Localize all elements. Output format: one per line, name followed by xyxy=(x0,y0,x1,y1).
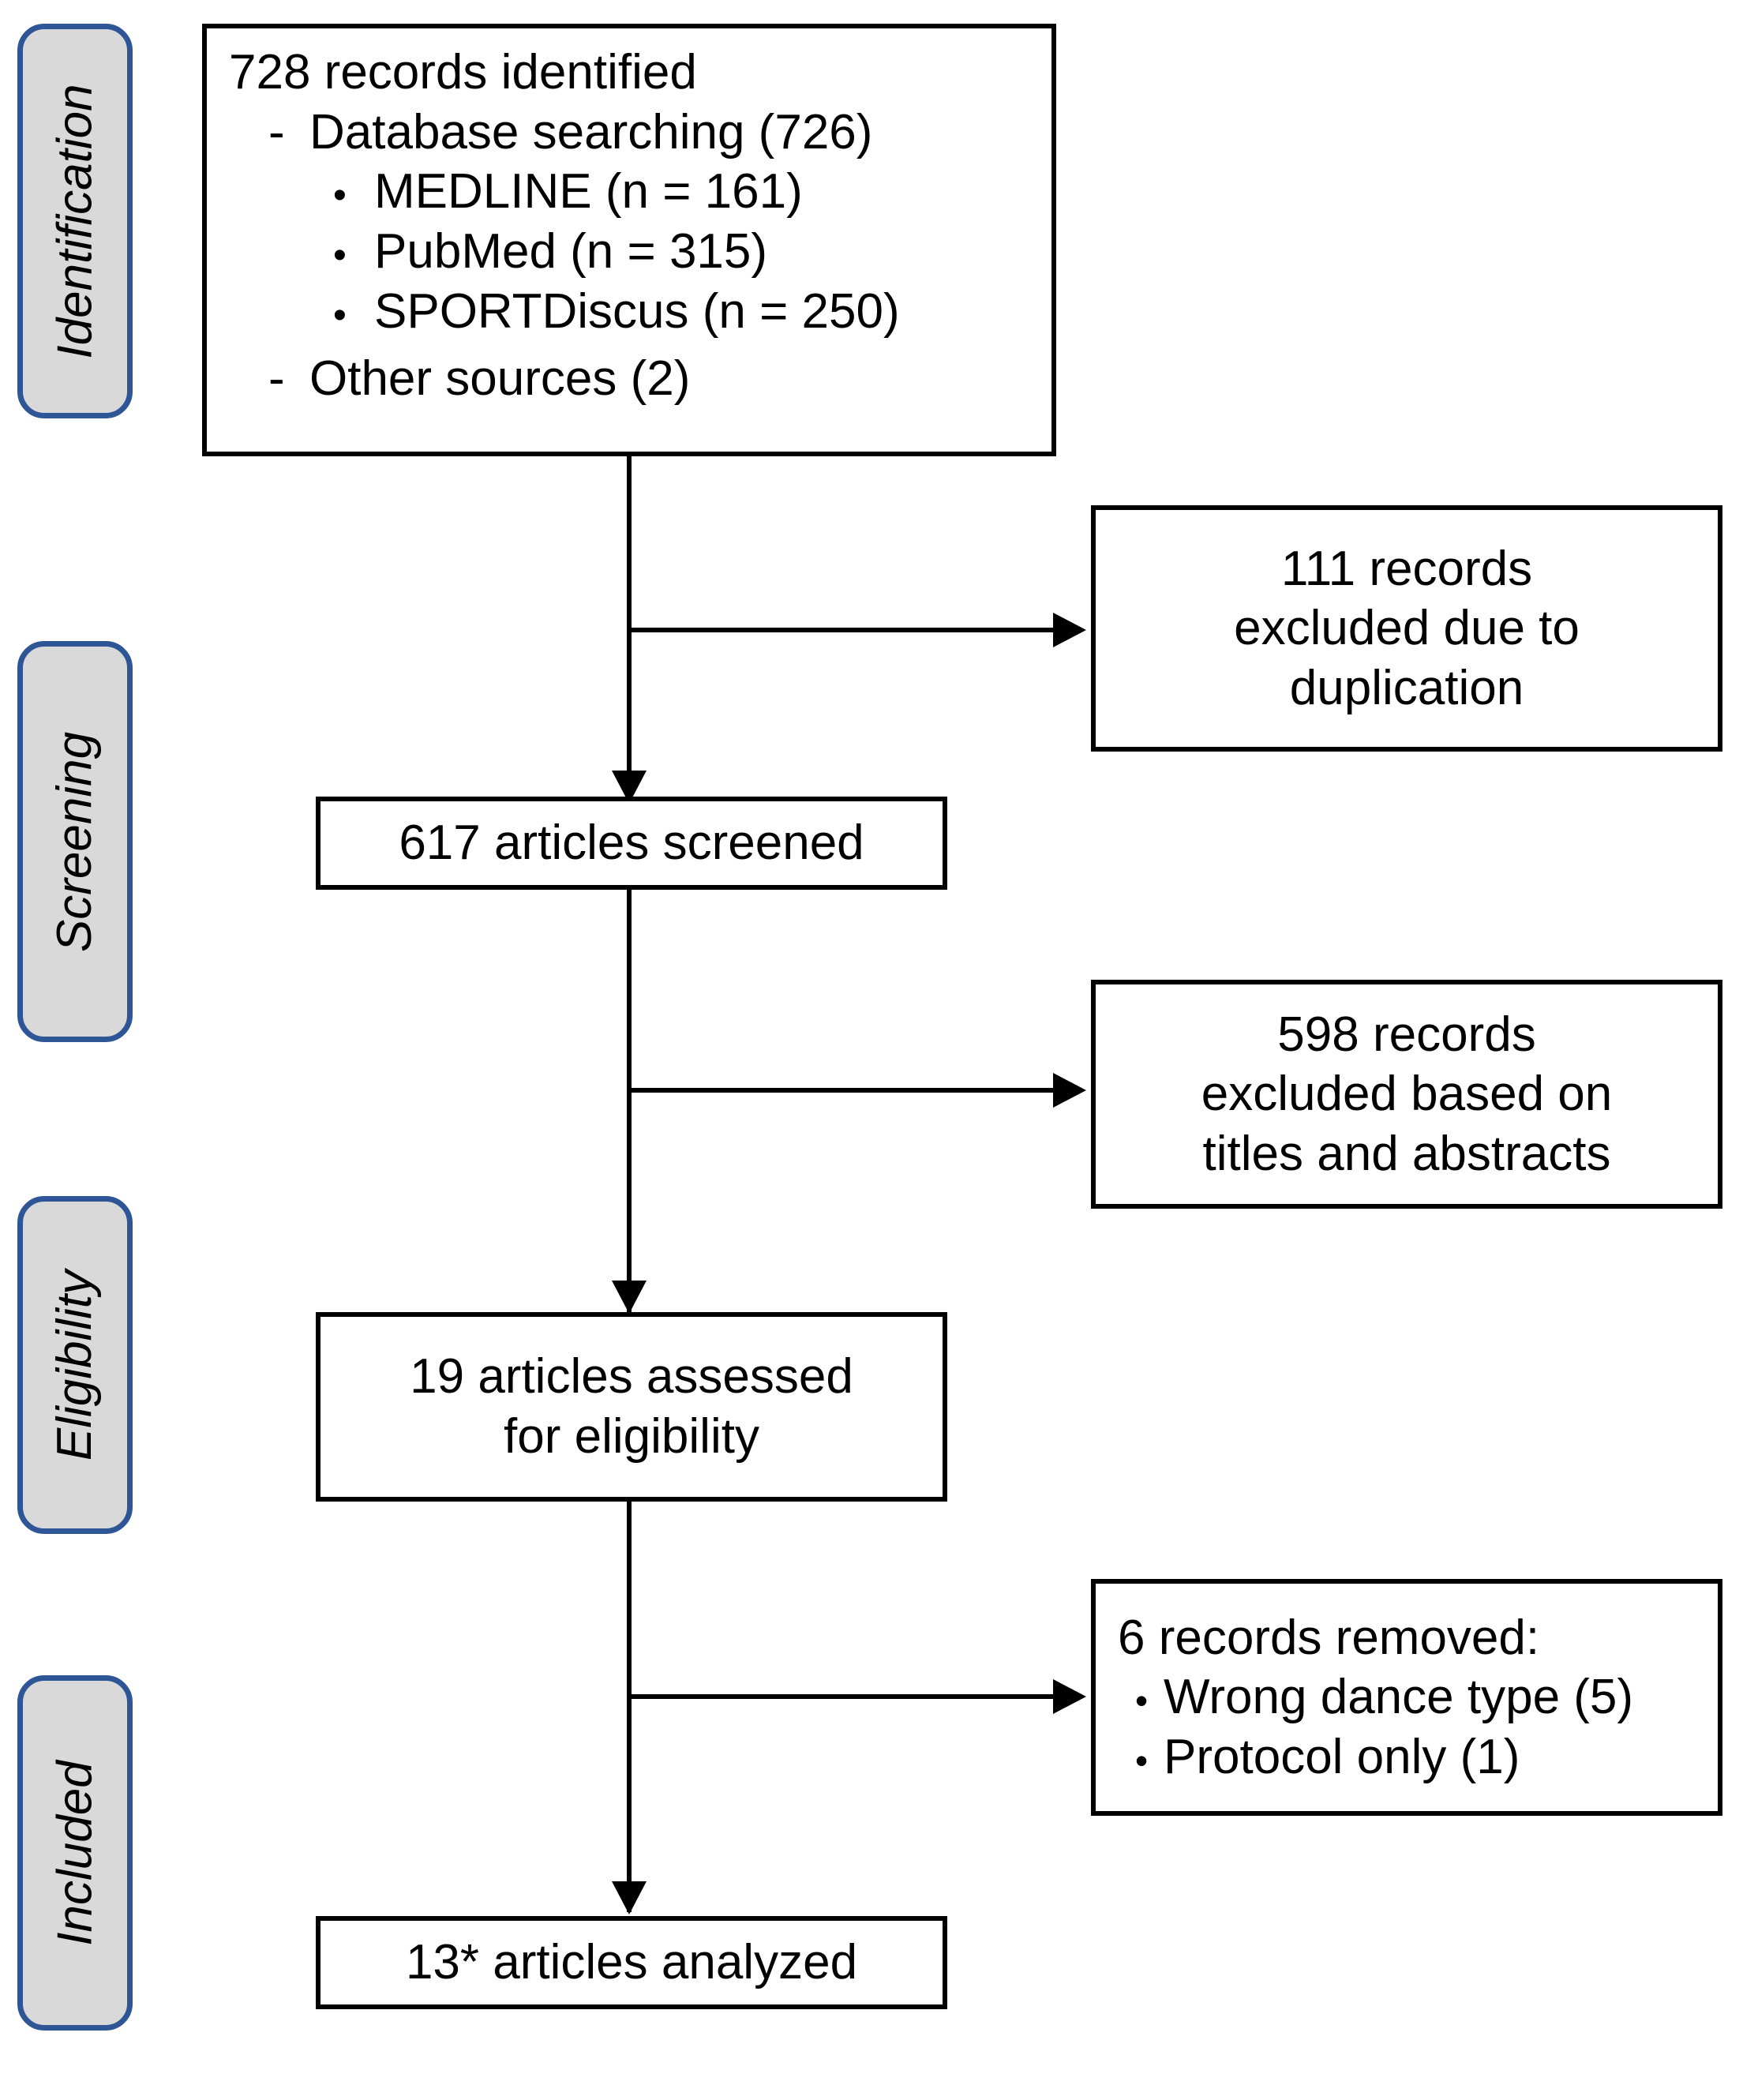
records-identified-heading: 728 records identified xyxy=(229,45,697,99)
box-records-removed: 6 records removed: • Wrong dance type (5… xyxy=(1091,1579,1722,1816)
bullet-marker: • xyxy=(333,174,347,217)
bullet-marker: • xyxy=(333,294,347,336)
articles-screened-label: 617 articles screened xyxy=(399,816,864,871)
box-records-identified: 728 records identified - Database search… xyxy=(202,24,1056,456)
removed-item-wrong-dance-type: • Wrong dance type (5) xyxy=(1118,1667,1633,1727)
database-label-sportdiscus: SPORTDiscus (n = 250) xyxy=(374,283,900,339)
articles-assessed-line-2: for eligibility xyxy=(504,1409,759,1464)
dash-marker: - xyxy=(268,104,285,159)
connector-to-titles-abstracts-exclusion xyxy=(627,1088,1053,1093)
stage-label-screening: Screening xyxy=(47,731,103,952)
bullet-marker: • xyxy=(1135,1680,1149,1722)
excluded-titles-line-3: titles and abstracts xyxy=(1202,1126,1611,1181)
box-articles-analyzed: 13* articles analyzed xyxy=(316,1916,947,2009)
box-articles-screened: 617 articles screened xyxy=(316,797,947,890)
stage-label-identification: Identification xyxy=(47,83,103,359)
connector-to-duplication-exclusion xyxy=(627,628,1053,632)
excluded-duplication-line-1: 111 records xyxy=(1280,541,1533,596)
database-item-sportdiscus: • SPORTDiscus (n = 250) xyxy=(207,282,900,342)
connector-eligibility-to-included xyxy=(627,1502,632,1912)
arrow-right-to-records-removed xyxy=(1053,1679,1086,1714)
stage-pill-screening: Screening xyxy=(17,641,133,1042)
stage-pill-eligibility: Eligibility xyxy=(17,1196,133,1534)
stage-label-included: Included xyxy=(47,1760,103,1946)
articles-analyzed-label: 13* articles analyzed xyxy=(405,1935,858,1990)
stage-pill-included: Included xyxy=(17,1675,133,2031)
box-articles-assessed: 19 articles assessed for eligibility xyxy=(316,1312,947,1502)
articles-assessed-line-1: 19 articles assessed xyxy=(410,1349,853,1404)
arrow-down-to-eligibility xyxy=(612,1281,647,1314)
database-label-medline: MEDLINE (n = 161) xyxy=(374,164,803,219)
box-excluded-duplication: 111 records excluded due to duplication xyxy=(1091,505,1722,752)
source-item-database-searching: - Database searching (726) xyxy=(207,103,872,163)
connector-screening-to-eligibility xyxy=(627,890,632,1316)
database-item-medline: • MEDLINE (n = 161) xyxy=(207,162,803,222)
stage-pill-identification: Identification xyxy=(17,24,133,418)
dash-marker: - xyxy=(268,351,285,407)
excluded-titles-line-2: excluded based on xyxy=(1201,1067,1613,1122)
database-item-pubmed: • PubMed (n = 315) xyxy=(207,222,767,282)
removed-item-protocol-only: • Protocol only (1) xyxy=(1118,1727,1520,1787)
arrow-right-to-duplication xyxy=(1053,613,1086,647)
box-excluded-titles-abstracts: 598 records excluded based on titles and… xyxy=(1091,980,1722,1209)
arrow-down-to-analyzed xyxy=(612,1881,647,1914)
arrow-right-to-titles-abstracts xyxy=(1053,1073,1086,1108)
database-label-pubmed: PubMed (n = 315) xyxy=(374,223,768,279)
source-label-other-sources: Other sources (2) xyxy=(309,351,691,407)
removed-label-wrong-dance-type: Wrong dance type (5) xyxy=(1164,1670,1634,1725)
source-label-database-searching: Database searching (726) xyxy=(309,104,873,159)
excluded-duplication-line-2: excluded due to xyxy=(1234,601,1580,656)
connector-to-records-removed xyxy=(627,1694,1053,1699)
bullet-marker: • xyxy=(1135,1739,1149,1781)
stage-label-eligibility: Eligibility xyxy=(47,1269,103,1461)
removed-label-protocol-only: Protocol only (1) xyxy=(1164,1729,1520,1784)
excluded-titles-line-1: 598 records xyxy=(1277,1007,1536,1062)
source-item-other-sources: - Other sources (2) xyxy=(207,349,690,409)
bullet-marker: • xyxy=(333,234,347,276)
records-removed-heading: 6 records removed: xyxy=(1118,1610,1540,1665)
excluded-duplication-line-3: duplication xyxy=(1289,660,1524,715)
